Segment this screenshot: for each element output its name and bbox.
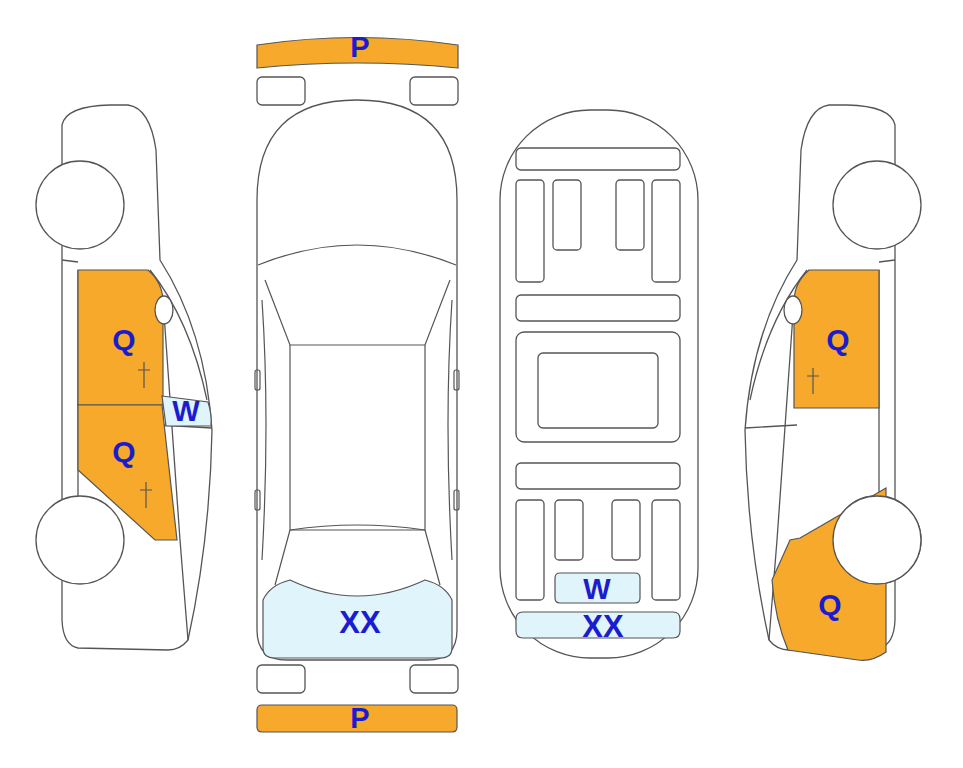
damage-panel: Q <box>76 268 174 408</box>
panel-fill <box>162 396 211 426</box>
damage-code: XX <box>582 611 623 642</box>
damage-panel: XX <box>261 578 454 660</box>
damage-panel: W <box>158 393 214 428</box>
damage-panel: Q <box>789 268 882 410</box>
damage-panel: W <box>553 570 642 605</box>
damage-code: Q <box>818 590 841 620</box>
damage-code: XX <box>339 607 380 638</box>
panel-fill <box>78 270 163 405</box>
damage-code: W <box>172 397 199 426</box>
damage-code: Q <box>112 437 135 467</box>
mirror <box>155 296 173 324</box>
damage-panel: Q <box>76 403 180 543</box>
damage-code: P <box>350 33 369 62</box>
damage-panel: Q <box>770 486 925 662</box>
damage-panel: P <box>255 703 459 734</box>
damage-code: W <box>583 575 610 604</box>
panel-fill <box>263 580 452 658</box>
panel-fill <box>78 405 177 540</box>
panel-fill <box>794 270 879 408</box>
panel-shape <box>76 403 180 543</box>
damage-panel: XX <box>516 610 682 640</box>
door-handle <box>807 368 819 394</box>
damage-code: Q <box>112 325 135 355</box>
panel-fill <box>555 573 640 603</box>
panel-shape <box>770 486 925 662</box>
mirror <box>784 296 802 324</box>
damage-panel: P <box>254 30 461 72</box>
door-handle <box>138 362 150 388</box>
door-handle <box>140 482 152 508</box>
damage-code: P <box>350 704 369 733</box>
wheel <box>833 496 921 584</box>
damage-code: Q <box>826 325 849 355</box>
